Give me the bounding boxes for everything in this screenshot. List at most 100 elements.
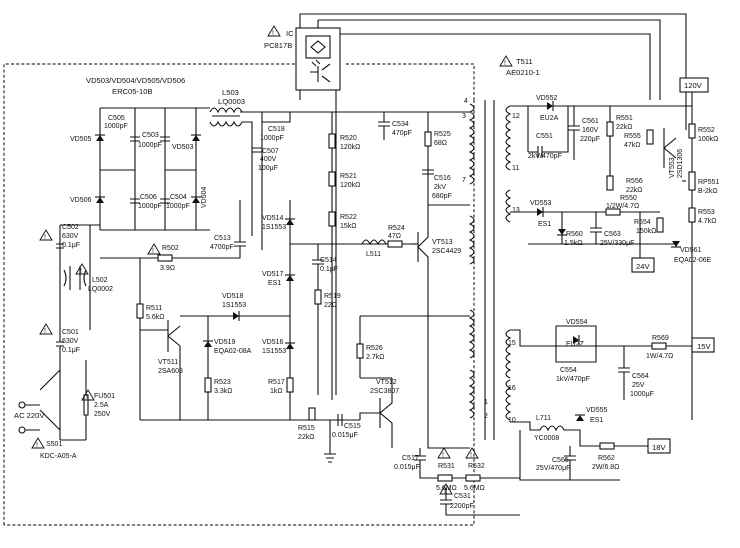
svg-text:C554: C554 xyxy=(560,367,577,374)
svg-text:68Ω: 68Ω xyxy=(434,140,447,147)
svg-text:C564: C564 xyxy=(632,373,649,380)
svg-text:RP551: RP551 xyxy=(698,179,720,186)
svg-text:1S1553: 1S1553 xyxy=(262,348,286,355)
t511-warning-icon: ! xyxy=(499,55,513,67)
svg-text:EQA02-08A: EQA02-08A xyxy=(214,348,252,355)
bridge-diode-refs: VD503/VD504/VD505/VD506 xyxy=(86,76,185,85)
svg-text:!: ! xyxy=(80,268,82,275)
bridge-diode-part: ERC05-10B xyxy=(112,87,153,96)
svg-text:EQA02-06E: EQA02-06E xyxy=(674,257,712,264)
svg-text:22Ω: 22Ω xyxy=(324,302,337,309)
svg-text:VT553: VT553 xyxy=(669,157,676,178)
svg-text:R552: R552 xyxy=(698,127,715,134)
svg-text:1000pF: 1000pF xyxy=(260,135,284,142)
svg-text:R524: R524 xyxy=(388,225,405,232)
bottom-rail: R515 22kΩ C515 0.015μF C517 0.015μF ! R5… xyxy=(60,407,520,516)
svg-text:!: ! xyxy=(44,328,46,335)
svg-text:15: 15 xyxy=(508,340,516,347)
svg-text:VT511: VT511 xyxy=(158,359,178,366)
svg-text:100μF: 100μF xyxy=(258,165,278,172)
svg-text:ES1: ES1 xyxy=(590,417,603,424)
svg-text:R555: R555 xyxy=(624,133,641,140)
svg-text:!: ! xyxy=(272,30,274,37)
out-24v-section: VD553 ES1 R550 1/2W/4.7Ω R560 1.5kΩ C563… xyxy=(510,195,712,273)
start-resistors: R520 120kΩ R521 120kΩ R522 15kΩ xyxy=(328,112,360,400)
out-15v-section: VD554 EU2Z R569 1W/4.7Ω C554 1kV/470pF C… xyxy=(510,319,715,400)
svg-text:C514: C514 xyxy=(320,257,337,264)
svg-text:C515: C515 xyxy=(344,423,361,430)
svg-text:C563: C563 xyxy=(604,231,621,238)
svg-text:R554: R554 xyxy=(634,219,651,226)
svg-text:630V: 630V xyxy=(62,233,79,240)
svg-text:VD554: VD554 xyxy=(566,319,588,326)
svg-text:!: ! xyxy=(36,442,38,449)
svg-text:R569: R569 xyxy=(652,335,669,342)
svg-text:C501: C501 xyxy=(62,329,79,336)
svg-text:LQ0002: LQ0002 xyxy=(88,286,113,293)
svg-text:C504: C504 xyxy=(170,194,187,201)
svg-text:47Ω: 47Ω xyxy=(388,233,401,240)
svg-text:10: 10 xyxy=(508,417,516,424)
svg-text:120kΩ: 120kΩ xyxy=(340,144,360,151)
svg-text:1: 1 xyxy=(484,399,488,406)
svg-text:R525: R525 xyxy=(434,131,451,138)
svg-text:150kΩ: 150kΩ xyxy=(636,228,656,235)
svg-text:12: 12 xyxy=(512,113,520,120)
svg-text:4.7kΩ: 4.7kΩ xyxy=(698,218,716,225)
svg-text:3: 3 xyxy=(462,113,466,120)
svg-text:13: 13 xyxy=(512,207,520,214)
out-15v-box xyxy=(691,337,715,353)
svg-text:R556: R556 xyxy=(626,178,643,185)
svg-text:1S1553: 1S1553 xyxy=(222,302,246,309)
svg-text:1/2W/4.7Ω: 1/2W/4.7Ω xyxy=(606,203,639,210)
svg-text:VD553: VD553 xyxy=(530,200,552,207)
svg-text:ES1: ES1 xyxy=(538,221,551,228)
svg-text:!: ! xyxy=(444,488,446,495)
out-120v-section: VD552 EU2A C551 2kV/470pF C561 160V 220μ… xyxy=(510,77,720,420)
svg-text:4700pF: 4700pF xyxy=(210,244,234,251)
svg-text:22kΩ: 22kΩ xyxy=(626,187,643,194)
ic-symbol: IC xyxy=(286,29,294,38)
ic-warning-icon: ! xyxy=(267,25,281,37)
svg-text:B-2kΩ: B-2kΩ xyxy=(698,188,718,195)
svg-text:3.9Ω: 3.9Ω xyxy=(160,265,175,272)
svg-text:VD555: VD555 xyxy=(586,407,608,414)
svg-text:R560: R560 xyxy=(566,231,583,238)
svg-text:C506: C506 xyxy=(140,194,157,201)
svg-text:C517: C517 xyxy=(402,455,419,462)
transformer-t511: 3 4 7 1 2 12 11 13 15 16 10 ! T511 AE021… xyxy=(462,55,540,440)
svg-text:AE0210-1: AE0210-1 xyxy=(506,68,540,77)
svg-text:2200pF: 2200pF xyxy=(450,503,474,510)
svg-text:R550: R550 xyxy=(620,195,637,202)
out-120v-box xyxy=(679,77,709,93)
svg-text:!: ! xyxy=(44,234,46,241)
svg-text:3.3kΩ: 3.3kΩ xyxy=(214,388,232,395)
out-24v-box xyxy=(631,257,655,273)
svg-text:2SC3807: 2SC3807 xyxy=(370,388,399,395)
svg-text:S501: S501 xyxy=(46,441,62,448)
svg-text:2.5A: 2.5A xyxy=(94,402,109,409)
svg-text:R520: R520 xyxy=(340,135,357,142)
svg-text:C531: C531 xyxy=(454,493,471,500)
input-filter: ! C502 630V 0.1μF ! L502 LQ0002 ! C501 6… xyxy=(14,224,115,460)
svg-text:ES1: ES1 xyxy=(268,280,281,287)
svg-text:L711: L711 xyxy=(536,415,551,422)
svg-text:VD503: VD503 xyxy=(172,144,194,151)
control-stage: R511 5.6kΩ VT511 2SA608 VD518 1S1553 VD5… xyxy=(136,258,294,420)
svg-text:25V: 25V xyxy=(632,382,645,389)
svg-text:0.015μF: 0.015μF xyxy=(394,464,420,471)
svg-text:LQ0003: LQ0003 xyxy=(218,97,245,106)
svg-text:1kV/470pF: 1kV/470pF xyxy=(556,376,590,383)
svg-text:1W/4.7Ω: 1W/4.7Ω xyxy=(646,353,673,360)
switch-stage: C514 0.1μF R519 22Ω L511 R524 47Ω VT513 … xyxy=(290,204,470,449)
svg-text:R562: R562 xyxy=(598,455,615,462)
svg-text:C516: C516 xyxy=(434,175,451,182)
svg-text:R522: R522 xyxy=(340,214,357,221)
svg-text:1S1553: 1S1553 xyxy=(262,224,286,231)
svg-text:2: 2 xyxy=(484,413,488,420)
svg-text:C503: C503 xyxy=(142,132,159,139)
svg-text:C502: C502 xyxy=(62,224,79,231)
svg-text:L502: L502 xyxy=(92,277,108,284)
svg-text:C534: C534 xyxy=(392,121,409,128)
